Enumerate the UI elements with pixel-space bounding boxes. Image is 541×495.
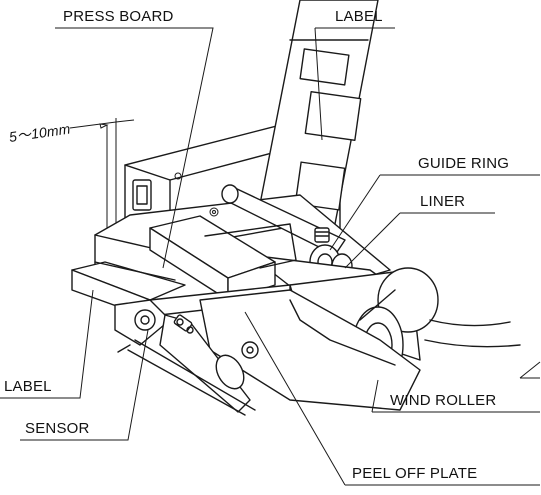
label-sensor: SENSOR <box>25 420 90 437</box>
label-press-board: PRESS BOARD <box>63 8 174 25</box>
label-liner: LINER <box>420 193 466 210</box>
sensor-bracket <box>114 299 256 416</box>
label-wind-roller: WIND ROLLER <box>390 392 497 409</box>
label-peel-off-plate: PEEL OFF PLATE <box>352 465 478 482</box>
leader-lines <box>0 27 540 486</box>
label-label-top: LABEL <box>335 8 383 25</box>
label-label-left: LABEL <box>4 378 52 395</box>
press-board-block <box>149 215 297 301</box>
label-tape <box>249 0 379 256</box>
label-guide-ring: GUIDE RING <box>418 155 510 172</box>
